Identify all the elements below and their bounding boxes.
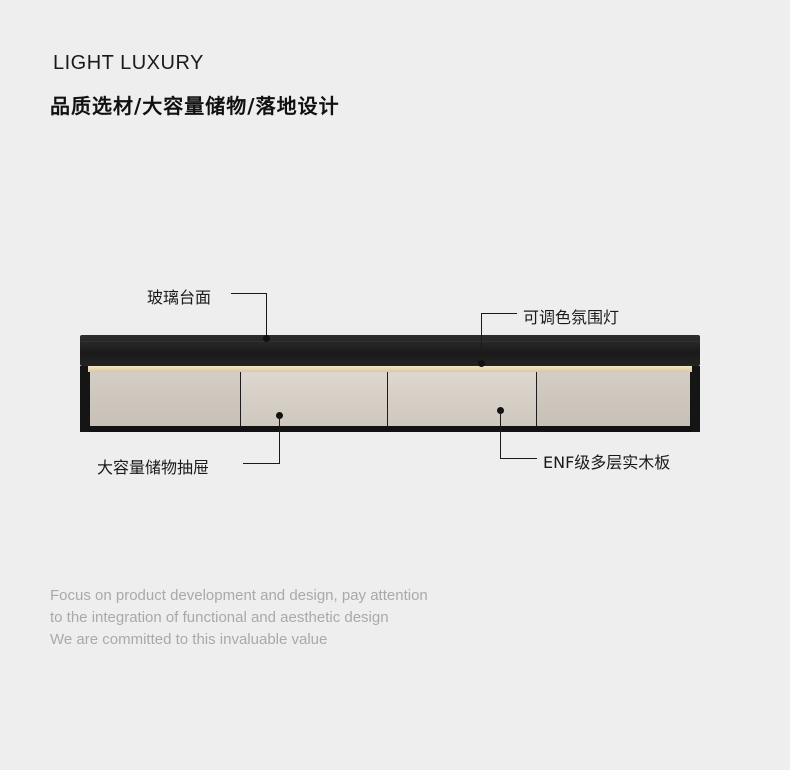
callout-drawer-label: 大容量储物抽屉: [97, 458, 210, 477]
callout-glass-top-line-h: [231, 293, 267, 294]
callout-drawer-line-h: [243, 463, 280, 464]
cabinet-base: [88, 426, 692, 432]
cabinet-frame-right: [690, 366, 700, 432]
header-title-cn: 品质选材/大容量储物/落地设计: [50, 94, 340, 118]
footer-text: Focus on product development and design,…: [50, 585, 428, 651]
callout-drawer-line-v: [279, 415, 280, 464]
callout-ambient-light-dot: [478, 360, 485, 367]
drawer-panel-4: [537, 372, 690, 426]
callout-board-label: ENF级多层实木板: [543, 453, 671, 472]
footer-line-1: Focus on product development and design,…: [50, 587, 428, 604]
callout-ambient-light-line-v: [481, 313, 482, 363]
tv-cabinet-image: [80, 335, 700, 435]
callout-ambient-light-label: 可调色氛围灯: [523, 308, 620, 327]
glass-top-slab: [80, 335, 700, 366]
callout-board-line-v: [500, 410, 501, 459]
drawer-panel-3: [388, 372, 536, 426]
footer-line-3: We are committed to this invaluable valu…: [50, 631, 328, 648]
callout-board-line-h: [500, 458, 537, 459]
header-title-en: LIGHT LUXURY: [53, 52, 204, 74]
callout-glass-top-line-v: [266, 293, 267, 338]
ambient-light-strip: [88, 366, 692, 372]
drawer-panel-2: [241, 372, 387, 426]
cabinet-frame-left: [80, 366, 90, 432]
drawer-panel-1: [90, 372, 240, 426]
callout-glass-top-label: 玻璃台面: [147, 288, 212, 307]
callout-glass-top-dot: [263, 335, 270, 342]
callout-ambient-light-line-h: [481, 313, 517, 314]
footer-line-2: to the integration of functional and aes…: [50, 609, 389, 626]
